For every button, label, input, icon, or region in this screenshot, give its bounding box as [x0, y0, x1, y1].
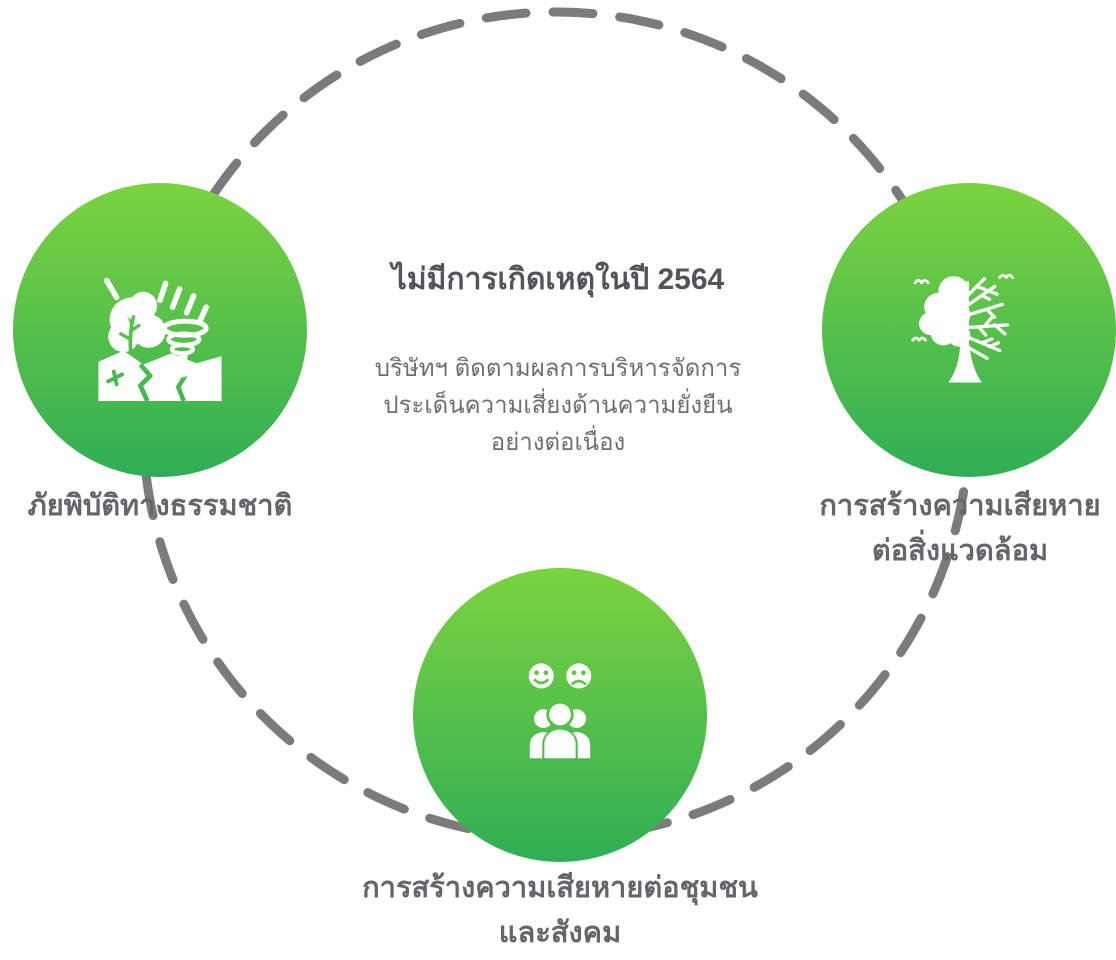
- center-note: ไม่มีการเกิดเหตุในปี 2564 บริษัทฯ ติดตาม…: [306, 260, 810, 461]
- natural-disaster-icon: [98, 277, 222, 401]
- center-note-line: ประเด็นความเสี่ยงด้านความยั่งยืน: [383, 392, 733, 419]
- label-line: และสังคม: [498, 917, 622, 949]
- center-note-line: อย่างต่อเนื่อง: [490, 429, 626, 456]
- environmental-damage-label: การสร้างความเสียหาย ต่อสิ่งแวดล้อม: [795, 484, 1116, 574]
- label-line: การสร้างความเสียหาย: [819, 490, 1101, 522]
- label-line: การสร้างความเสียหายต่อชุมชน: [362, 872, 758, 904]
- environmental-damage-circle: [822, 183, 1116, 477]
- community-damage-circle: [413, 568, 707, 862]
- center-note-line: บริษัทฯ ติดตามผลการบริหารจัดการ: [374, 355, 742, 382]
- center-note-title: ไม่มีการเกิดเหตุในปี 2564: [391, 263, 725, 296]
- label-line: ต่อสิ่งแวดล้อม: [871, 535, 1049, 567]
- natural-disaster-circle: [13, 183, 307, 477]
- natural-disaster-label: ภัยพิบัติทางธรรมชาติ: [0, 484, 320, 529]
- community-damage-label: การสร้างความเสียหายต่อชุมชน และสังคม: [335, 866, 785, 956]
- center-note-body: บริษัทฯ ติดตามผลการบริหารจัดการ ประเด็นค…: [306, 350, 810, 461]
- label-line: ภัยพิบัติทางธรรมชาติ: [27, 490, 293, 522]
- community-people-icon: [528, 662, 592, 758]
- half-dead-tree-icon: [911, 273, 1014, 383]
